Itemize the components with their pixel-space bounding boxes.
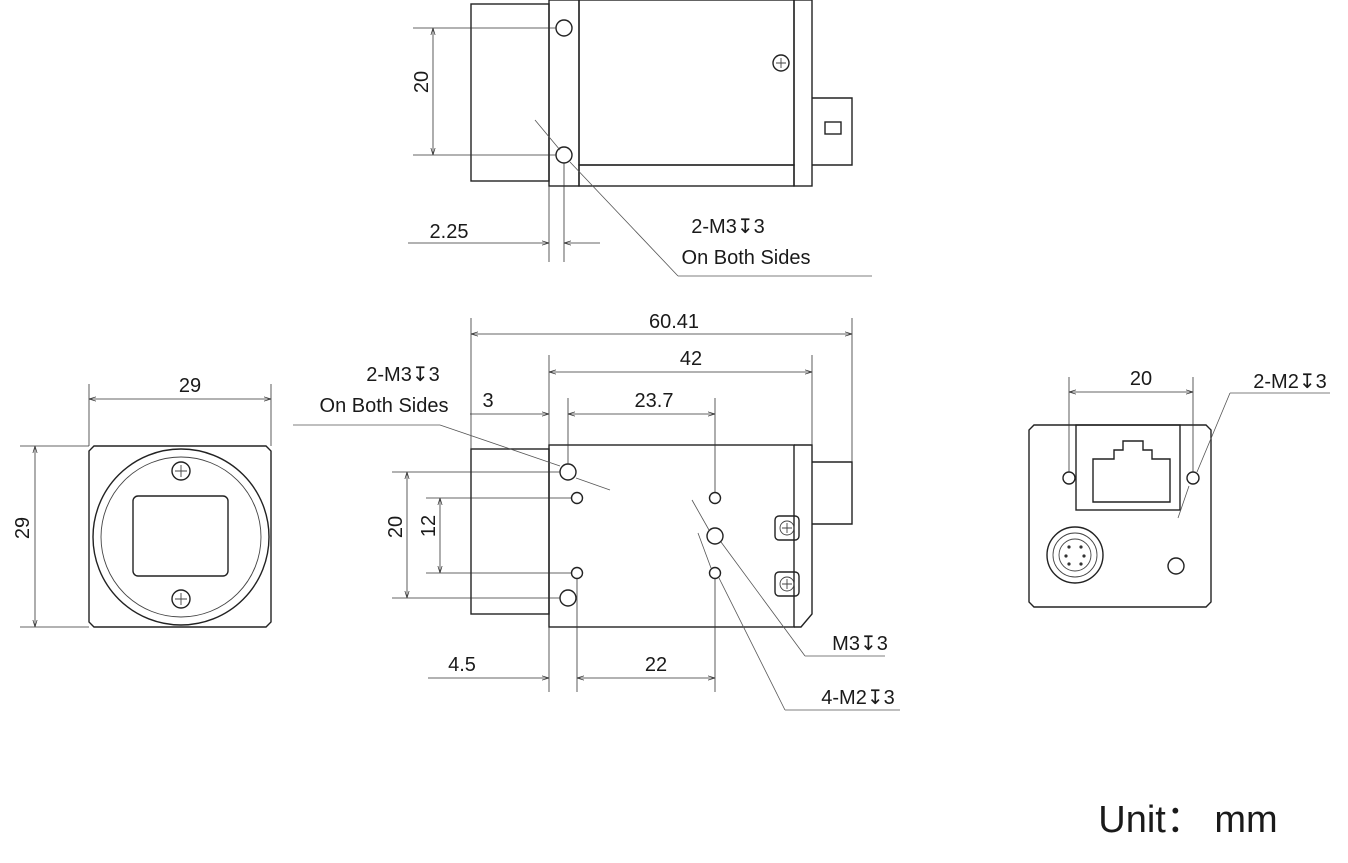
callout-both-sides-label: On Both Sides [320, 395, 449, 417]
front-view: 29 29 [12, 375, 272, 628]
m3-hole-icon [559, 589, 577, 607]
leader-line [439, 424, 561, 467]
mount-hole-icon [555, 19, 573, 37]
dim-20-label: 20 [1130, 368, 1152, 390]
dim-29-width-label: 29 [179, 375, 201, 397]
rear-face [1028, 424, 1212, 608]
sensor-window [132, 495, 229, 577]
screw-icon [774, 515, 800, 541]
ethernet-port-icon [1092, 440, 1171, 503]
lens-mount-ring [92, 448, 270, 626]
callout-4-m2-label: 4-M2↧3 [821, 687, 894, 709]
top-lower-strip [578, 164, 795, 187]
callout-both-sides-label: On Both Sides [682, 247, 811, 269]
dim-22-label: 22 [645, 654, 667, 676]
mount-hole-icon [555, 146, 573, 164]
m2-hole-icon [1062, 471, 1076, 485]
lens-mount-section [470, 3, 550, 182]
m2-hole-icon [570, 566, 584, 580]
leader-line [1196, 392, 1231, 473]
callout-2-m3-label: 2-M3↧3 [366, 364, 439, 386]
m2-hole-icon [708, 566, 722, 580]
rear-view: 20 2-M2↧3 [1028, 368, 1330, 608]
screw-icon [772, 54, 790, 72]
dim-29-height-label: 29 [12, 517, 34, 539]
screw-icon [171, 589, 191, 609]
leader-line [569, 161, 679, 277]
dim-23-7-label: 23.7 [635, 390, 674, 412]
lens-mount-section [470, 448, 550, 615]
rear-cap [793, 0, 813, 187]
dim-4-5-label: 4.5 [448, 654, 476, 676]
unit-label: Unit： mm [1098, 799, 1277, 841]
dim-20-label: 20 [385, 516, 407, 538]
front-face [88, 445, 272, 628]
m2-hole-icon [708, 491, 722, 505]
leader-line [534, 119, 561, 151]
dim-3-label: 3 [482, 390, 493, 412]
lens-mount-inner-ring [100, 456, 262, 618]
connector-latch [824, 121, 842, 135]
callout-2-m3-label: 2-M3↧3 [691, 216, 764, 238]
status-led-icon [1167, 557, 1185, 575]
callout-2-m2-label: 2-M2↧3 [1253, 371, 1326, 393]
dim-20-label: 20 [411, 71, 433, 93]
connector-top [812, 97, 853, 166]
m3-hole-icon [706, 527, 724, 545]
leader-line [575, 477, 611, 491]
leader-line [697, 532, 712, 569]
ethernet-port-frame [1075, 424, 1181, 511]
rear-cap [794, 444, 813, 628]
m2-hole-icon [570, 491, 584, 505]
leader-line [1177, 485, 1190, 519]
side-housing [548, 444, 795, 628]
m2-hole-icon [1186, 471, 1200, 485]
screw-icon [171, 461, 191, 481]
power-io-connector-icon [1046, 526, 1104, 584]
top-view: 20 2.25 2-M3↧3 On Both Sides [408, 0, 872, 277]
dim-42-label: 42 [680, 348, 702, 370]
callout-m3-label: M3↧3 [832, 633, 888, 655]
dim-60-41-label: 60.41 [649, 311, 699, 333]
leader-line [691, 499, 710, 531]
dim-2-25-label: 2.25 [430, 221, 469, 243]
top-cover [578, 0, 795, 166]
connector-side [812, 461, 853, 525]
side-view: 60.41 42 3 23.7 20 12 4.5 22 2-M3 [293, 311, 900, 711]
screw-icon [774, 571, 800, 597]
dim-12-label: 12 [418, 515, 440, 537]
leader-line [720, 541, 806, 657]
m3-hole-icon [559, 463, 577, 481]
leader-line [718, 577, 786, 711]
